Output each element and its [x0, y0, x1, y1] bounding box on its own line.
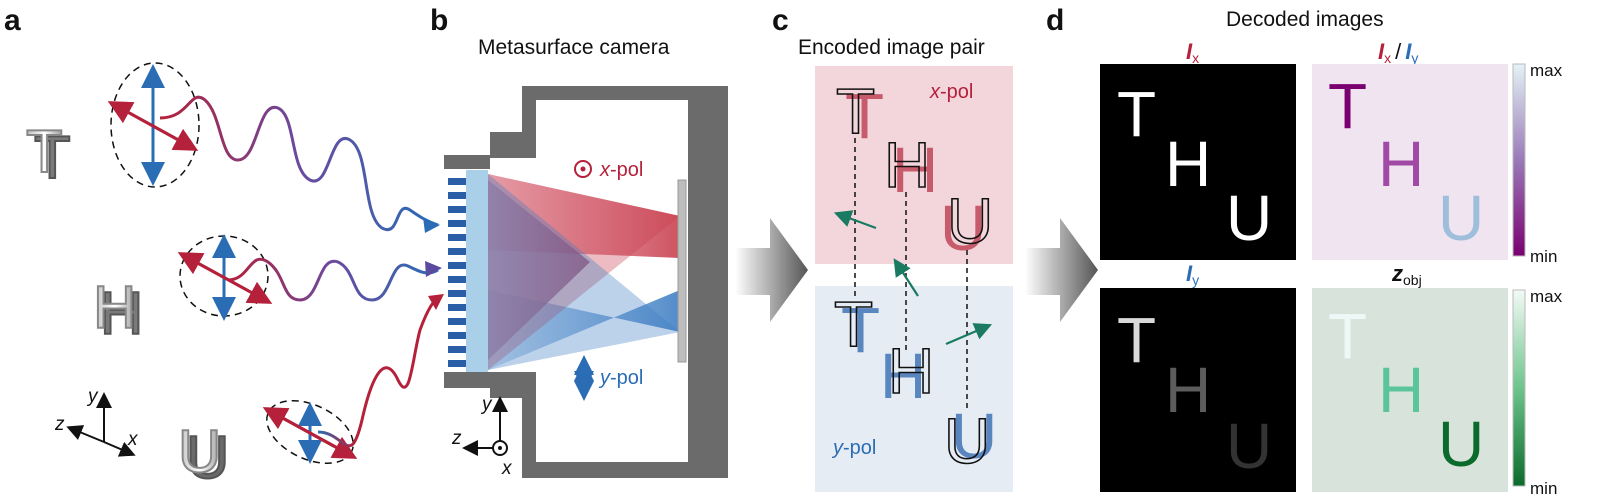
- flow-arrow-c-to-d: [1025, 218, 1098, 322]
- metasurface-pillars: [448, 178, 466, 367]
- wave-arrowhead-2: [425, 261, 442, 277]
- svg-text:T: T: [1328, 70, 1367, 142]
- svg-text:U: U: [1438, 408, 1484, 480]
- svg-text:U: U: [1226, 410, 1272, 482]
- svg-text:H: H: [1378, 354, 1424, 426]
- x-pol-image-label: x-pol: [929, 81, 973, 103]
- panel-b-title: Metasurface camera: [478, 36, 670, 59]
- svg-text:T: T: [1117, 78, 1156, 150]
- decoded-ratio-image: [1312, 64, 1508, 260]
- axis-b-y: y: [480, 394, 493, 415]
- svg-text:H: H: [884, 129, 930, 201]
- housing-bottom-lip: [444, 372, 490, 388]
- panel-d-label: d: [1046, 4, 1064, 37]
- svg-text:H: H: [892, 134, 938, 206]
- correspondence-lines: [854, 138, 968, 410]
- svg-text:U: U: [947, 185, 993, 257]
- x-pol-label: x-pol: [574, 159, 643, 181]
- polarization-ellipse-2: [177, 234, 273, 321]
- axis-b-z: z: [451, 428, 462, 449]
- svg-text:U: U: [944, 405, 990, 477]
- decoded-ratio-letters: T H U: [1328, 70, 1484, 254]
- decoded-iy-letters: T H U: [1117, 304, 1272, 482]
- svg-text:U: U: [186, 424, 229, 491]
- svg-text:T: T: [841, 294, 880, 366]
- colorbar-depth: [1512, 289, 1526, 487]
- encoded-letters-y: T T H H U U: [833, 287, 997, 478]
- overlap-beam: [488, 180, 590, 360]
- svg-text:U: U: [178, 418, 221, 485]
- decoded-depth-image: [1312, 288, 1508, 492]
- ix-label: Ix: [1186, 39, 1199, 66]
- light-wave-1: [159, 95, 439, 232]
- colorbar-depth-max: max: [1530, 287, 1563, 306]
- svg-text:U: U: [1226, 182, 1272, 254]
- panel-b-label: b: [430, 4, 448, 37]
- light-wave-2: [227, 257, 439, 302]
- svg-text:H: H: [1165, 354, 1211, 426]
- iy-label: Iy: [1186, 261, 1199, 288]
- polarization-ellipse-1: [107, 62, 200, 188]
- svg-text:T: T: [845, 80, 884, 152]
- svg-text:T: T: [834, 288, 873, 360]
- light-wave-3: [317, 294, 441, 448]
- zobj-label: zobj: [1391, 261, 1422, 288]
- axis-a-z: z: [54, 414, 65, 435]
- wave-arrowhead-3: [428, 294, 444, 310]
- axes-a: y z x: [54, 386, 139, 457]
- svg-text:T: T: [1117, 304, 1156, 376]
- svg-text:T: T: [34, 124, 71, 191]
- decoded-iy-image: [1100, 288, 1296, 492]
- panel-d-title: Decoded images: [1226, 8, 1384, 31]
- svg-text:H: H: [1378, 128, 1424, 200]
- axes-b: y z x: [451, 394, 513, 479]
- svg-text:x-pol: x-pol: [599, 159, 643, 181]
- svg-text:U: U: [951, 400, 997, 472]
- svg-text:y-pol: y-pol: [598, 367, 643, 389]
- decoded-ix-image: [1100, 64, 1296, 260]
- panel-c-title: Encoded image pair: [798, 36, 985, 59]
- flow-arrow-b-to-c: [735, 218, 808, 322]
- y-pol-image: [815, 286, 1013, 492]
- camera-housing: [490, 86, 728, 478]
- housing-top-lip: [444, 155, 490, 169]
- colorbar-ratio: [1512, 63, 1526, 257]
- object-letter-T: T T: [25, 117, 72, 192]
- metasurface-substrate: [466, 170, 488, 372]
- axis-a-y: y: [86, 386, 99, 407]
- svg-text:H: H: [888, 335, 934, 407]
- svg-text:U: U: [940, 192, 986, 264]
- object-letter-U: U U: [177, 417, 230, 492]
- x-pol-image: [815, 66, 1013, 264]
- axis-b-x: x: [501, 458, 513, 479]
- svg-text:T: T: [26, 118, 63, 185]
- y-pol-image-label: y-pol: [831, 437, 876, 459]
- y-pol-label: y-pol: [574, 355, 643, 401]
- decoded-depth-letters: T H U: [1328, 300, 1484, 480]
- image-sensor: [677, 179, 687, 363]
- object-letter-H: H H: [92, 273, 144, 348]
- decoded-ix-letters: T H U: [1117, 78, 1272, 254]
- panel-a-label: a: [4, 4, 21, 37]
- svg-text:H: H: [93, 274, 136, 341]
- svg-text:H: H: [1165, 128, 1211, 200]
- colorbar-ratio-min: min: [1530, 247, 1557, 266]
- wave-arrowhead-1: [423, 217, 440, 233]
- svg-text:U: U: [1438, 182, 1484, 254]
- encoded-letters-x: T T H H U U: [835, 74, 994, 264]
- displacement-arrows: [833, 210, 993, 346]
- svg-text:H: H: [100, 280, 143, 347]
- axis-a-x: x: [127, 429, 139, 450]
- ratio-label: Ix/Iy: [1378, 39, 1418, 66]
- svg-text:T: T: [1328, 300, 1367, 372]
- colorbar-depth-min: min: [1530, 479, 1557, 498]
- colorbar-ratio-max: max: [1530, 61, 1563, 80]
- polarization-ellipse-3: [262, 399, 358, 465]
- panel-c-label: c: [772, 4, 789, 37]
- svg-text:T: T: [836, 75, 875, 147]
- svg-text:H: H: [880, 340, 926, 412]
